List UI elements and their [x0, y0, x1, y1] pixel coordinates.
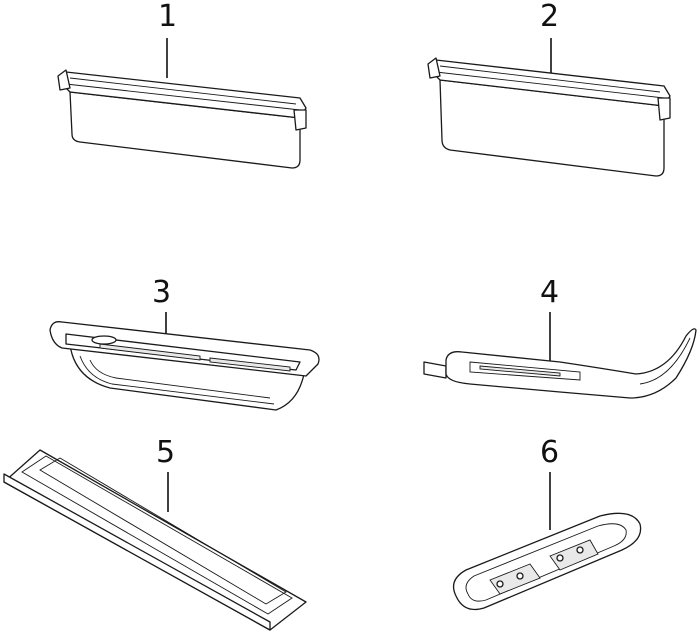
part-1: 1 [57, 0, 307, 169]
flat-cover-plate-icon [3, 449, 307, 631]
drain-tray-glass-icon [49, 321, 320, 411]
part-5: 5 [3, 435, 307, 631]
part-number-3: 3 [152, 275, 171, 310]
part-4: 4 [423, 275, 697, 399]
drain-basket-tall-icon [427, 57, 671, 177]
part-number-4: 4 [540, 275, 559, 310]
drain-handle-hose-icon [423, 328, 697, 399]
part-number-2: 2 [540, 0, 559, 34]
part-3: 3 [49, 275, 320, 411]
gasket-plate-icon [452, 512, 642, 611]
part-number-1: 1 [158, 0, 177, 34]
part-6: 6 [452, 435, 642, 611]
part-2: 2 [427, 0, 671, 177]
part-number-5: 5 [156, 435, 175, 470]
part-number-6: 6 [540, 435, 559, 470]
drain-basket-tall-icon [57, 69, 307, 169]
